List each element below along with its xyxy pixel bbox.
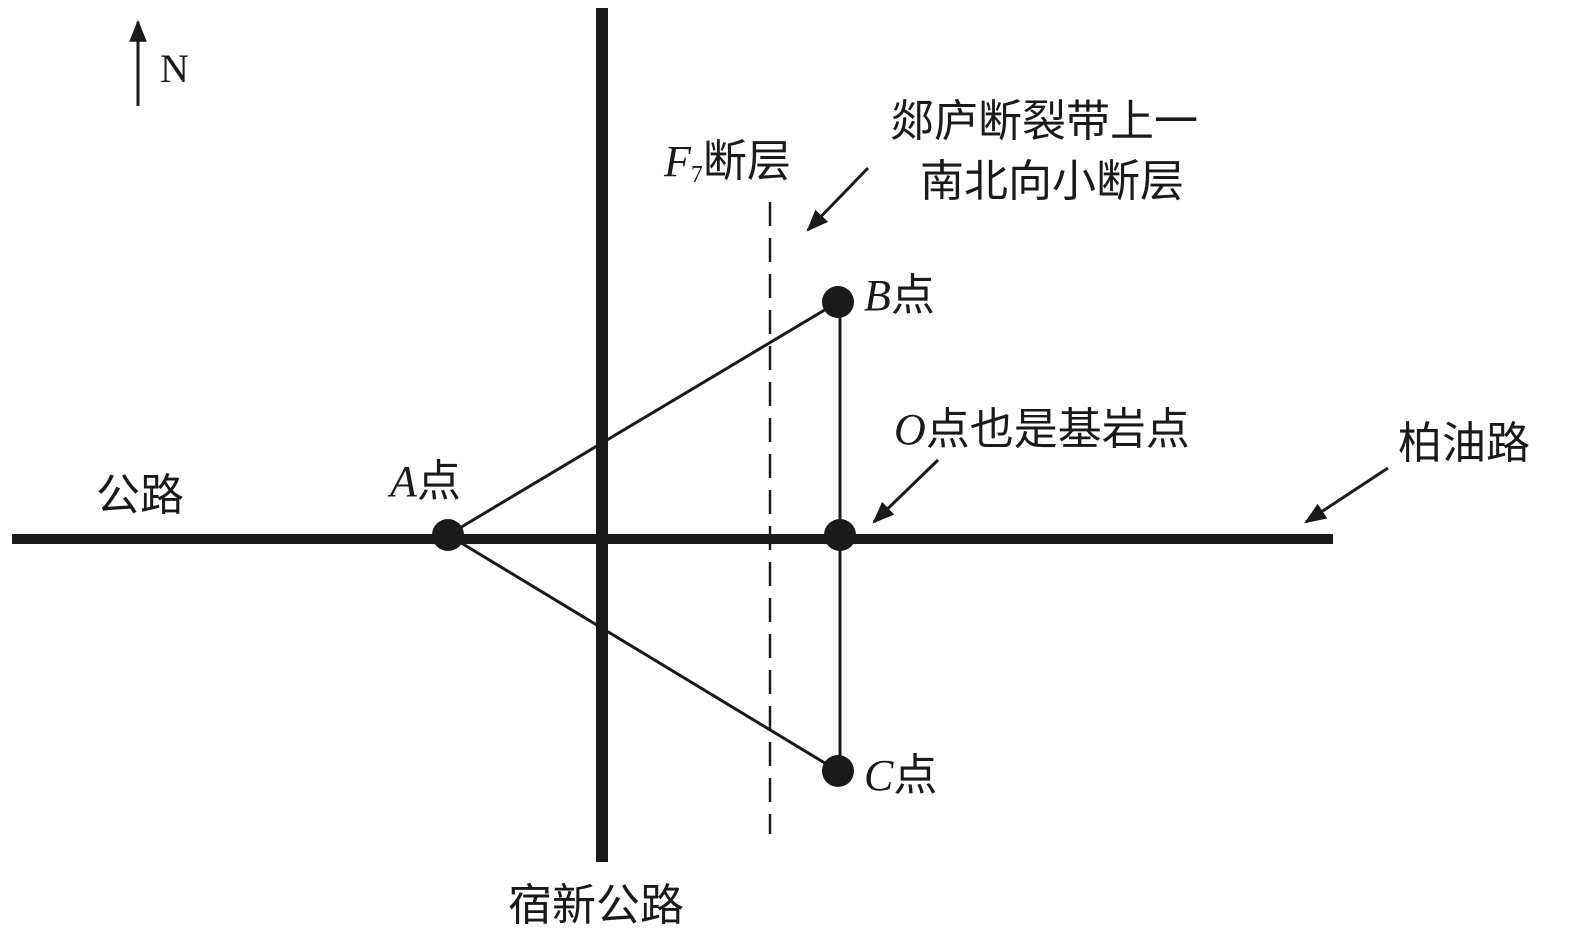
point-c-marker bbox=[822, 755, 854, 787]
point-b-label: B点 bbox=[864, 271, 935, 320]
f7-fault-label: F7断层 bbox=[663, 137, 791, 188]
line-a-b bbox=[447, 300, 839, 537]
road-vertical-label: 宿新公路 bbox=[508, 881, 684, 930]
point-c-label: C点 bbox=[864, 751, 937, 800]
point-o-pointer-arrow bbox=[872, 458, 940, 524]
f7-fault-letter: F bbox=[663, 137, 692, 186]
north-arrow: N bbox=[129, 19, 189, 106]
point-c-letter: C bbox=[864, 751, 894, 800]
point-b-suffix: 点 bbox=[891, 271, 935, 320]
point-a-suffix: 点 bbox=[417, 457, 461, 506]
point-o-label: O点也是基岩点 bbox=[894, 405, 1190, 454]
point-a-label: A点 bbox=[387, 457, 461, 506]
asphalt-road-pointer-arrow bbox=[1304, 466, 1389, 524]
point-a-marker bbox=[432, 519, 464, 551]
road-right-label: 柏油路 bbox=[1398, 419, 1530, 468]
point-b-letter: B bbox=[864, 271, 891, 320]
line-a-c bbox=[447, 533, 839, 773]
f7-fault-subscript: 7 bbox=[691, 162, 703, 188]
small-fault-label-line2: 南北向小断层 bbox=[920, 157, 1184, 206]
point-o-suffix: 点也是基岩点 bbox=[926, 405, 1190, 454]
point-o-letter: O bbox=[894, 405, 926, 454]
f7-fault-suffix: 断层 bbox=[703, 137, 791, 186]
north-label: N bbox=[160, 46, 189, 91]
small-fault-label-line1: 郯庐断裂带上一 bbox=[890, 97, 1198, 146]
point-a-letter: A bbox=[387, 457, 418, 506]
road-left-label: 公路 bbox=[96, 471, 184, 520]
point-c-suffix: 点 bbox=[893, 751, 937, 800]
small-fault-pointer-arrow bbox=[806, 166, 870, 232]
point-b-marker bbox=[822, 286, 854, 318]
point-o-marker bbox=[824, 519, 856, 551]
